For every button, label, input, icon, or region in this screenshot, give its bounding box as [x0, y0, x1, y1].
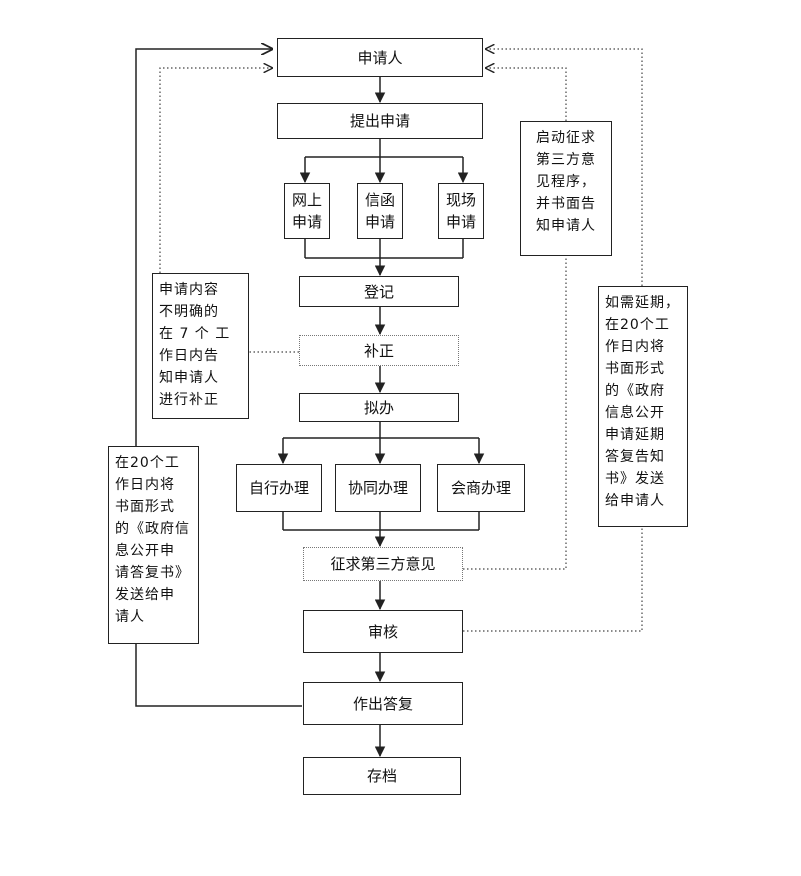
correction-notice: 申请内容 不明确的 在 7 个 工 作日内告 知申请人 进行补正: [152, 273, 249, 419]
third-party-label: 征求第三方意见: [330, 555, 436, 573]
letter-box: 信函 申请: [357, 183, 403, 239]
third-party-notice-text: 启动征求 第三方意 见程序， 并书面告 知申请人: [536, 130, 596, 234]
letter-label: 信函 申请: [364, 191, 395, 231]
consult-box: 会商办理: [437, 464, 525, 512]
line-correction-to-applicant: [159, 68, 272, 273]
line-reply-to-applicant: [135, 49, 302, 707]
self-label: 自行办理: [248, 479, 309, 497]
applicant-box: 申请人: [277, 38, 483, 77]
third-party-notice: 启动征求 第三方意 见程序， 并书面告 知申请人: [520, 121, 612, 256]
reply-label: 作出答复: [352, 694, 413, 713]
line-review-to-applicant: [463, 49, 643, 632]
extension-notice-text: 如需延期， 在20个工 作日内将 书面形式 的《政府 信息公开 申请延期 答复告…: [605, 295, 680, 509]
correction-notice-text: 申请内容 不明确的 在 7 个 工 作日内告 知申请人 进行补正: [159, 282, 231, 408]
review-label: 审核: [367, 622, 398, 641]
reply-box: 作出答复: [303, 682, 463, 725]
onsite-label: 现场 申请: [445, 191, 476, 231]
correct-box: 补正: [299, 335, 459, 366]
self-box: 自行办理: [236, 464, 322, 512]
applicant-label: 申请人: [357, 48, 403, 67]
register-box: 登记: [299, 276, 459, 307]
reply-notice: 在20个工 作日内将 书面形式 的《政府信 息公开申 请答复书》 发送给申 请人: [108, 446, 199, 644]
third-party-box: 征求第三方意见: [303, 547, 463, 581]
archive-box: 存档: [303, 757, 461, 795]
archive-label: 存档: [366, 767, 397, 785]
extension-notice: 如需延期， 在20个工 作日内将 书面形式 的《政府 信息公开 申请延期 答复告…: [598, 286, 688, 527]
online-label: 网上 申请: [291, 191, 322, 231]
correct-label: 补正: [363, 341, 394, 360]
line-thirdparty-note-up: [486, 68, 567, 121]
onsite-box: 现场 申请: [438, 183, 484, 239]
cooperate-label: 协同办理: [347, 479, 408, 497]
review-box: 审核: [303, 610, 463, 653]
register-label: 登记: [363, 282, 394, 301]
handle-box: 拟办: [299, 393, 459, 422]
submit-label: 提出申请: [349, 112, 410, 130]
reply-notice-text: 在20个工 作日内将 书面形式 的《政府信 息公开申 请答复书》 发送给申 请人: [115, 455, 190, 625]
submit-box: 提出申请: [277, 103, 483, 139]
cooperate-box: 协同办理: [335, 464, 421, 512]
online-box: 网上 申请: [284, 183, 330, 239]
consult-label: 会商办理: [450, 479, 511, 497]
handle-label: 拟办: [363, 398, 394, 417]
